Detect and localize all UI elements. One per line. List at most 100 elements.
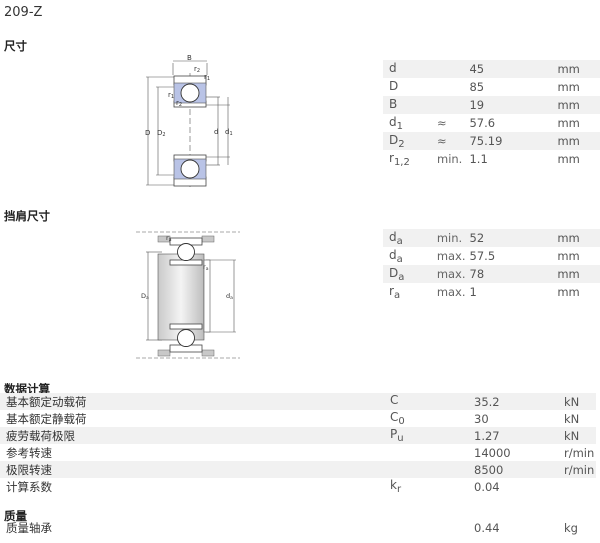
dimension-row-unit: mm xyxy=(557,132,600,150)
bearing-dimension-drawing: B r2 r1 r1 r2 D D2 d d1 xyxy=(145,55,233,188)
abutment-row-symbol: ra xyxy=(383,283,437,301)
abutment-row-condition: max. xyxy=(436,249,466,263)
dimension-row-symbol-main: D xyxy=(389,132,399,147)
label-D2: D2 xyxy=(157,129,166,138)
calc-row-symbol-main: C xyxy=(390,393,399,407)
calc-row-value: 35.2 xyxy=(474,393,564,410)
abutment-row-symbol-main: d xyxy=(389,247,397,262)
abutment-row-symbol-main: r xyxy=(389,283,394,298)
abutment-row-condition: max. xyxy=(436,265,470,283)
label-ra-top: ra xyxy=(166,234,172,243)
abutment-row-value: 78 xyxy=(469,265,558,283)
dimension-row-condition xyxy=(437,78,469,96)
dimension-row-symbol: D xyxy=(383,78,437,96)
mass-row-value: 0.44 xyxy=(474,520,500,535)
dimension-row-symbol-main: D xyxy=(389,78,399,93)
dimension-row-value: 1.1 xyxy=(469,152,488,166)
abutment-row-value: 57.5 xyxy=(469,249,496,263)
calc-row-value: 1.27 xyxy=(474,427,564,444)
abutment-row-unit: mm xyxy=(557,229,600,247)
label-D: D xyxy=(145,129,150,137)
dimension-row-value: 75.19 xyxy=(469,132,558,150)
calc-row-value: 8500 xyxy=(474,461,564,478)
dimension-row-symbol-main: d xyxy=(389,114,397,129)
page-title: 209-Z xyxy=(4,5,43,20)
calc-row-symbol: kr xyxy=(390,478,474,495)
abutment-row-symbol-sub: a xyxy=(396,253,403,265)
dimension-row-symbol-sub: 1,2 xyxy=(393,156,410,168)
section-mass-heading: 质量 xyxy=(4,509,27,523)
dimension-row-condition xyxy=(437,60,470,78)
abutment-row-value: 52 xyxy=(469,229,558,247)
calc-row-unit: kN xyxy=(564,411,580,426)
label-r2: r2 xyxy=(194,65,200,74)
section-calc-heading: 数据计算 xyxy=(4,382,50,396)
label-r1: r1 xyxy=(204,73,210,82)
abutment-row-symbol-sub: a xyxy=(396,235,403,247)
calc-row-unit xyxy=(564,478,596,495)
abutment-row-unit: mm xyxy=(557,249,580,263)
calc-row-label: 疲劳载荷极限 xyxy=(0,427,390,444)
calc-row-symbol-sub: u xyxy=(397,433,404,444)
abutment-row-condition: max. xyxy=(436,285,466,299)
mass-row: 质量轴承 0.44 kg xyxy=(0,519,596,536)
dimension-row-unit: mm xyxy=(557,152,580,166)
calc-row-label: 计算系数 xyxy=(6,479,52,494)
mass-row-symbol xyxy=(390,519,474,536)
dimension-row-value: 57.6 xyxy=(469,116,496,130)
dimension-row-unit: mm xyxy=(557,80,580,94)
mass-row-unit: kg xyxy=(564,520,578,535)
dimension-row-symbol: d1 xyxy=(383,114,437,132)
dimension-row-symbol: d xyxy=(383,60,437,78)
dimension-row-condition xyxy=(437,96,470,114)
label-Da: Da xyxy=(141,292,149,301)
calc-row-symbol-main: C xyxy=(390,410,399,424)
abutment-row-symbol: da xyxy=(383,247,437,265)
calc-row-symbol: C xyxy=(390,393,474,410)
section-dimensions-heading: 尺寸 xyxy=(4,39,27,53)
dimension-row-unit: mm xyxy=(557,116,580,130)
abutment-row-symbol: Da xyxy=(383,265,437,283)
calc-row-label: 极限转速 xyxy=(0,461,390,478)
dimension-row-symbol-main: B xyxy=(389,96,398,111)
dimension-row-symbol-sub: 1 xyxy=(396,120,403,132)
label-ra-inner: ra xyxy=(203,263,209,272)
mass-row-label: 质量轴承 xyxy=(6,520,52,535)
label-da: da xyxy=(226,292,233,301)
calc-row-unit: kN xyxy=(564,427,596,444)
abutment-row-value: 1 xyxy=(469,285,477,299)
dimension-row-value: 19 xyxy=(469,96,558,114)
calc-row-unit: kN xyxy=(564,393,596,410)
calc-row-symbol: Pu xyxy=(390,427,474,444)
calc-row-label: 参考转速 xyxy=(6,445,52,460)
calc-row-unit: r/min xyxy=(564,445,595,460)
dimension-row-condition: ≈ xyxy=(437,116,447,130)
calc-row-symbol-main: P xyxy=(390,427,398,441)
dimension-row-condition: min. xyxy=(437,152,463,166)
calc-row: 参考转速 14000 r/min xyxy=(0,444,596,461)
label-d1: d1 xyxy=(225,128,233,137)
calc-row-symbol-sub: 0 xyxy=(398,416,405,427)
dimension-row-symbol: D2 xyxy=(383,132,437,150)
dimension-row-symbol: B xyxy=(383,96,437,114)
calc-row-value: 0.04 xyxy=(474,479,500,494)
calc-row-value: 14000 xyxy=(474,445,511,460)
dimension-row-unit: mm xyxy=(557,96,600,114)
dimension-row-condition: ≈ xyxy=(437,132,470,150)
calc-row-unit: r/min xyxy=(564,461,596,478)
dimension-row-unit: mm xyxy=(557,60,600,78)
dimension-row-value: 85 xyxy=(469,80,485,94)
abutment-row-unit: mm xyxy=(557,285,580,299)
abutment-row-symbol: da xyxy=(383,229,437,247)
